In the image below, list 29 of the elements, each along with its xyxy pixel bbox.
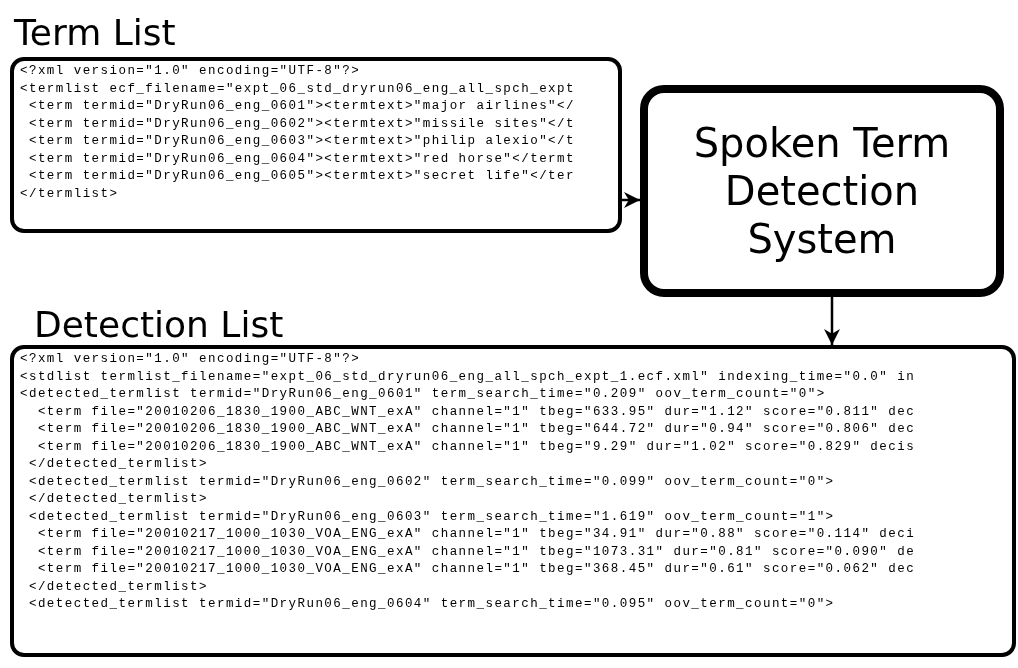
code-line: <term termid="DryRun06_eng_0601"><termtext>"major airlines"</ [27,98,576,115]
code-line: <term file="20010217_1000_1030_VOA_ENG_exA" channel="1" tbeg="368.45" dur="0.61" score="0.062" dec [36,561,917,578]
code-line: <term file="20010217_1000_1030_VOA_ENG_exA" channel="1" tbeg="1073.31" dur="0.81" score="0.090" de [36,543,917,561]
code-line: <detected_termlist termid="DryRun06_eng_0603" term_search_time="1.619" oov_term_count="1"> [27,508,836,526]
process-box [640,85,1004,297]
code-line: <term termid="DryRun06_eng_0602"><termtext>"missile sites"</t [27,115,576,133]
code-line: </detected_termlist> [27,578,209,596]
code-line: </termlist> [20,185,120,203]
code-line: <term file="20010206_1830_1900_ABC_WNT_exA" channel="1" tbeg="633.95" dur="1.12" score="0.811" dec [36,403,917,421]
panel-title: Term List [14,13,176,53]
arrow [824,297,840,345]
code-line: <term file="20010217_1000_1030_VOA_ENG_exA" channel="1" tbeg="34.91" dur="0.88" score="0.114" deci [36,526,917,543]
code-line: <term termid="DryRun06_eng_0605"><termtext>"secret life"</ter [27,168,576,185]
arrow [622,192,640,208]
code-line: </detected_termlist> [27,456,209,473]
code-line: <?xml version="1.0" encoding="UTF-8"?> [20,63,362,80]
code-line: <detected_termlist termid="DryRun06_eng_0601" term_search_time="0.209" oov_term_count="0"> [20,386,827,403]
panel-title: Detection List [34,305,284,345]
code-line: <term file="20010206_1830_1900_ABC_WNT_exA" channel="1" tbeg="9.29" dur="1.02" score="0.829" decis [36,438,917,456]
code-line: <stdlist termlist_filename="expt_06_std_dryrun06_eng_all_spch_expt_1.ecf.xml" indexing_time="0.0" in [20,368,917,386]
code-line: <term termid="DryRun06_eng_0604"><termtext>"red horse"</termt [27,150,576,168]
box-label: Spoken Term Detection System [692,119,952,263]
code-line: <term termid="DryRun06_eng_0603"><termtext>"philip alexio"</t [27,133,576,150]
code-line: <termlist ecf_filename="expt_06_std_dryrun06_eng_all_spch_expt [20,80,576,98]
code-line: <detected_termlist termid="DryRun06_eng_0602" term_search_time="0.099" oov_term_count="0"> [27,473,836,491]
code-line: <?xml version="1.0" encoding="UTF-8"?> [20,351,362,368]
code-line: <detected_termlist termid="DryRun06_eng_0604" term_search_time="0.095" oov_term_count="0"> [27,596,836,613]
code-line: </detected_termlist> [27,491,209,508]
code-line: <term file="20010206_1830_1900_ABC_WNT_exA" channel="1" tbeg="644.72" dur="0.94" score="0.806" dec [36,421,917,438]
